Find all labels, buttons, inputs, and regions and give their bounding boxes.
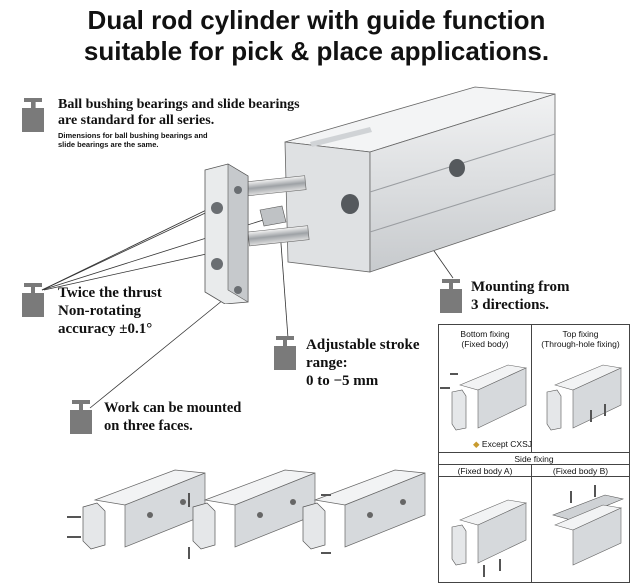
page-subtitle: suitable for pick & place applications. bbox=[83, 36, 550, 66]
bearings-heading: Ball bushing bearings and slide bearings… bbox=[58, 97, 300, 128]
side-fixing-a-label: (Fixed body A) bbox=[457, 466, 513, 476]
mount-example-top bbox=[302, 469, 426, 554]
bearings-note: Dimensions for ball bushing bearings and… bbox=[58, 131, 208, 149]
mounting-table-illustrations bbox=[440, 364, 625, 577]
thrust-heading: Twice the thrust Non-rotating accuracy ±… bbox=[58, 285, 162, 337]
side-fixing-b-label: (Fixed body B) bbox=[552, 466, 609, 476]
feature-marker-icon bbox=[440, 279, 462, 313]
work-heading: Work can be mounted on three faces. bbox=[104, 400, 242, 434]
mount-example-front bbox=[67, 469, 206, 550]
side-fixing-label: Side fixing bbox=[514, 454, 554, 464]
mounting-directions-table bbox=[438, 324, 630, 583]
page-title: Dual rod cylinder with guide function bbox=[87, 5, 546, 35]
mounting-heading: Mounting from 3 directions. bbox=[471, 279, 570, 313]
feature-marker-icon bbox=[22, 98, 44, 132]
feature-marker-icon bbox=[22, 283, 44, 317]
stroke-heading: Adjustable stroke range: 0 to −5 mm bbox=[306, 337, 420, 389]
except-note: ◆ Except CXSJ bbox=[473, 439, 532, 449]
bottom-fixing-label: Bottom fixing (Fixed body) bbox=[460, 329, 510, 349]
feature-marker-icon bbox=[274, 336, 296, 370]
dual-rod-cylinder-illustration bbox=[204, 86, 556, 304]
work-mounting-examples bbox=[67, 469, 426, 559]
feature-marker-icon bbox=[70, 400, 92, 434]
mount-example-side bbox=[188, 469, 316, 559]
top-fixing-label: Top fixing (Through-hole fixing) bbox=[541, 329, 620, 349]
